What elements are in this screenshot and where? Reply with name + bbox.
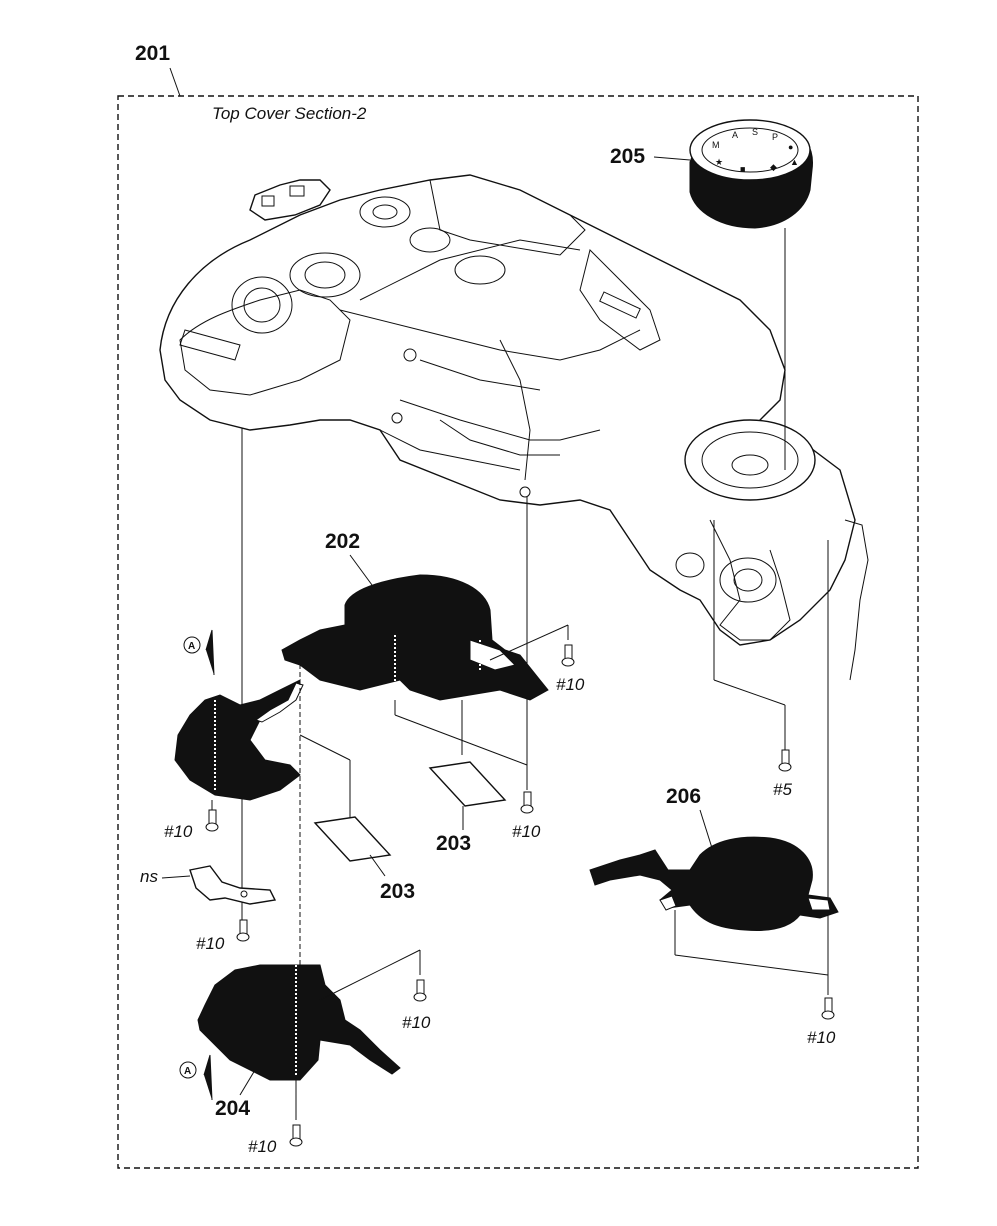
leader-204 <box>239 1069 256 1096</box>
svg-text:▲: ▲ <box>790 157 799 167</box>
svg-text:P: P <box>772 132 778 142</box>
mode-dial-205: M A S P ● ▲ ◆ ■ ★ <box>689 119 814 229</box>
leader-202-303d <box>299 734 351 761</box>
flex-board-left <box>174 679 304 801</box>
part-204 <box>197 964 401 1081</box>
screw-label-h: #10 <box>807 1028 836 1047</box>
leader-203-left <box>369 854 386 877</box>
leader-205 <box>653 156 691 161</box>
leader-204-screw-a <box>319 949 421 1001</box>
part-203-pad-left <box>313 816 392 862</box>
part-label-203-left: 203 <box>380 880 415 903</box>
screw-10-g <box>289 1124 303 1147</box>
leader-206-screw-b <box>674 954 829 976</box>
section-leader-201 <box>169 67 181 97</box>
screw-10-b <box>520 791 534 814</box>
part-label-205: 205 <box>610 145 645 168</box>
ns-bracket <box>189 865 277 905</box>
guide-right-c <box>713 679 786 706</box>
svg-text:A: A <box>184 1066 191 1077</box>
screw-label-g: #10 <box>248 1137 277 1156</box>
leader-ns <box>161 875 191 879</box>
ref-marker-a-bottom: A <box>179 1054 213 1101</box>
svg-text:S: S <box>752 127 758 137</box>
section-title: Top Cover Section-2 <box>212 104 367 123</box>
screw-label-e: #10 <box>196 934 225 953</box>
screw-label-d: #10 <box>164 822 193 841</box>
screw-5 <box>778 749 792 772</box>
top-cover-assembly <box>159 174 869 681</box>
svg-text:■: ■ <box>740 164 745 174</box>
leader-202 <box>349 554 373 586</box>
svg-text:A: A <box>188 641 195 652</box>
part-label-202: 202 <box>325 530 360 553</box>
leader-202-screw <box>489 624 569 661</box>
part-202 <box>281 574 549 701</box>
screw-label-a: #10 <box>556 675 585 694</box>
part-label-206: 206 <box>666 785 701 808</box>
svg-text:★: ★ <box>715 157 723 167</box>
leader-206 <box>699 809 713 849</box>
ns-label: ns <box>140 867 158 886</box>
screw-10-d <box>205 809 219 832</box>
part-203-pad-right <box>428 761 507 807</box>
part-label-204: 204 <box>215 1097 250 1120</box>
svg-text:A: A <box>732 130 738 140</box>
svg-text:◆: ◆ <box>770 162 777 172</box>
leader-202-303b <box>394 714 528 766</box>
ref-marker-a-top: A <box>183 629 215 676</box>
screw-10-e <box>236 919 250 942</box>
part-label-201: 201 <box>135 42 170 65</box>
svg-text:●: ● <box>788 142 793 152</box>
screw-label-c: #5 <box>773 780 792 799</box>
svg-text:M: M <box>712 140 720 150</box>
screw-10-h <box>821 997 835 1020</box>
screw-10-a <box>561 644 575 667</box>
screw-label-f: #10 <box>402 1013 431 1032</box>
screw-label-b: #10 <box>512 822 541 841</box>
screw-10-f <box>413 979 427 1002</box>
part-206 <box>589 836 839 931</box>
section-dashed-border <box>117 95 919 1169</box>
part-label-203-right: 203 <box>436 832 471 855</box>
